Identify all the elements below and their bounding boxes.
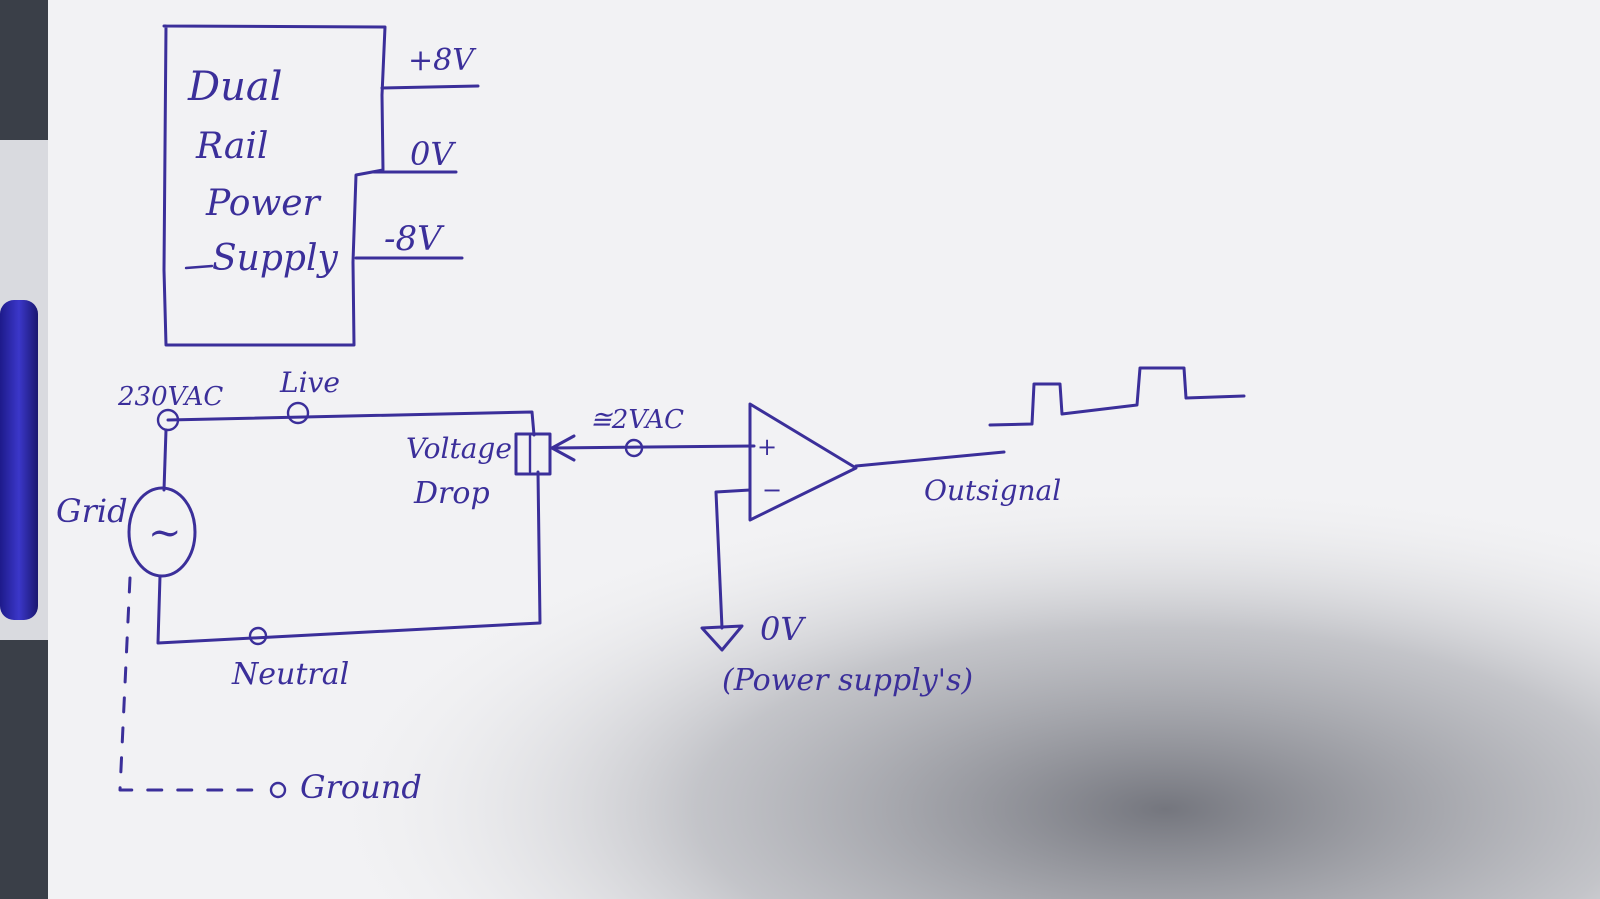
live-source-terminal bbox=[156, 408, 180, 432]
grid-circuit: 230VAC Live ~ Grid Neutral Voltage Drop … bbox=[56, 366, 552, 806]
op-amp-triangle bbox=[748, 402, 858, 522]
ground-terminal bbox=[269, 781, 287, 799]
voltage-label: 230VAC bbox=[117, 382, 223, 412]
live-terminal bbox=[286, 401, 310, 425]
reference-wire bbox=[714, 488, 752, 630]
comparator-stage: ≅2VAC + − Outsignal 0V (Power supply's) bbox=[550, 366, 1246, 698]
tap-arrowhead bbox=[550, 434, 576, 462]
hand-shadow bbox=[48, 300, 1600, 899]
output-label-plus8v: +8V bbox=[408, 43, 477, 78]
ground-label: Ground bbox=[300, 768, 422, 806]
tap-wire bbox=[550, 444, 756, 450]
source-top-lead bbox=[162, 428, 168, 492]
outsignal-label: Outsignal bbox=[924, 474, 1061, 507]
power-supply-box bbox=[162, 24, 387, 347]
ground-arrow-symbol bbox=[700, 624, 744, 652]
square-wave-signal bbox=[988, 366, 1246, 427]
op-amp-plus-input: + bbox=[757, 433, 777, 461]
neutral-terminal bbox=[248, 626, 268, 646]
output-wire-plus8v bbox=[380, 84, 480, 90]
ac-source-symbol: ~ bbox=[148, 510, 182, 556]
voltage-drop-label-line-2: Drop bbox=[413, 476, 490, 511]
output-wire bbox=[854, 450, 1006, 468]
neutral-wire bbox=[156, 470, 542, 645]
neutral-label: Neutral bbox=[231, 657, 349, 692]
reference-note: (Power supply's) bbox=[722, 663, 973, 698]
power-supply-label-line-3: Power bbox=[205, 183, 322, 224]
op-amp-minus-input: − bbox=[762, 476, 782, 504]
power-supply-block: Dual Rail Power Supply +8V 0V -8V bbox=[162, 24, 480, 347]
output-label-minus8v: -8V bbox=[384, 219, 445, 259]
output-label-0v: 0V bbox=[410, 135, 456, 173]
voltage-drop-element bbox=[514, 432, 552, 476]
tap-terminal bbox=[624, 438, 644, 458]
voltage-drop-label-line-1: Voltage bbox=[406, 432, 512, 465]
ground-dashed-line bbox=[118, 576, 264, 792]
ac-source bbox=[127, 486, 197, 578]
live-label: Live bbox=[279, 366, 340, 399]
power-supply-label-line-4: Supply bbox=[212, 238, 338, 279]
power-supply-label-line-1: Dual bbox=[187, 64, 282, 110]
grid-label: Grid bbox=[56, 492, 128, 530]
supply-label-underline bbox=[184, 264, 214, 270]
reference-0v-label: 0V bbox=[760, 610, 806, 648]
power-supply-label-line-2: Rail bbox=[195, 126, 268, 167]
tap-voltage-label: ≅2VAC bbox=[590, 405, 684, 435]
pen-body bbox=[0, 300, 38, 620]
